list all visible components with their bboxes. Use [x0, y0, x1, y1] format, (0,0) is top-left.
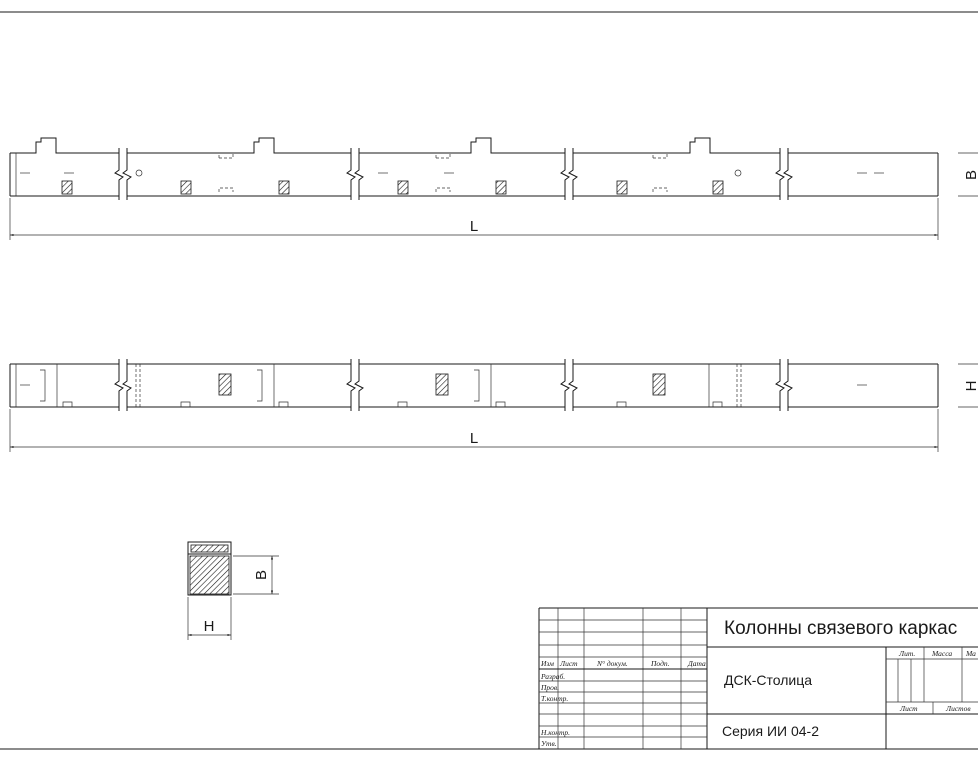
side-view-breaks [114, 148, 793, 200]
sheet-label: Лист [899, 704, 918, 713]
col-sign: Подп. [650, 659, 670, 668]
masshtab-label: Ма [965, 649, 976, 658]
col-date: Дата [687, 659, 706, 668]
sheet-frame [0, 11, 978, 750]
top-view: L H [9, 359, 978, 452]
lit-label: Лит. [898, 649, 915, 658]
row-tkontr: Т.контр. [541, 694, 568, 703]
section-height-label: B [253, 570, 270, 580]
top-length-label: L [470, 430, 478, 447]
massa-label: Масса [931, 649, 952, 658]
side-view-embedded-plates [61, 180, 724, 195]
top-view-embedded-plates [20, 373, 867, 407]
top-view-breaks [114, 359, 793, 411]
sheets-label: Листов [945, 704, 971, 713]
organization-name: ДСК-Столица [724, 672, 812, 688]
side-view-dimension: L B [9, 152, 978, 240]
row-nkontr: Н.контр. [540, 728, 570, 737]
top-view-dimension: L H [9, 363, 978, 452]
section-width-label: H [204, 618, 215, 635]
side-length-label: L [470, 218, 478, 235]
drawing-title: Колонны связевого каркас [724, 618, 957, 639]
side-view-body [9, 137, 939, 197]
cross-section: B H [187, 541, 279, 640]
side-height-label: B [963, 170, 978, 180]
row-utv: Утв. [541, 739, 557, 748]
side-view-hidden-details [20, 154, 884, 192]
row-razrab: Разраб. [540, 672, 565, 681]
col-doc: N° докум. [596, 659, 628, 668]
title-block: Колонны связевого каркас ДСК-Столица Сер… [538, 607, 978, 749]
row-prov: Пров. [540, 683, 559, 692]
side-view: L B [9, 137, 978, 240]
top-view-body [9, 363, 939, 408]
col-list: Лист [559, 659, 578, 668]
series-name: Серия ИИ 04-2 [722, 723, 819, 739]
col-izm: Изм [540, 659, 554, 668]
top-height-label: H [963, 381, 978, 392]
